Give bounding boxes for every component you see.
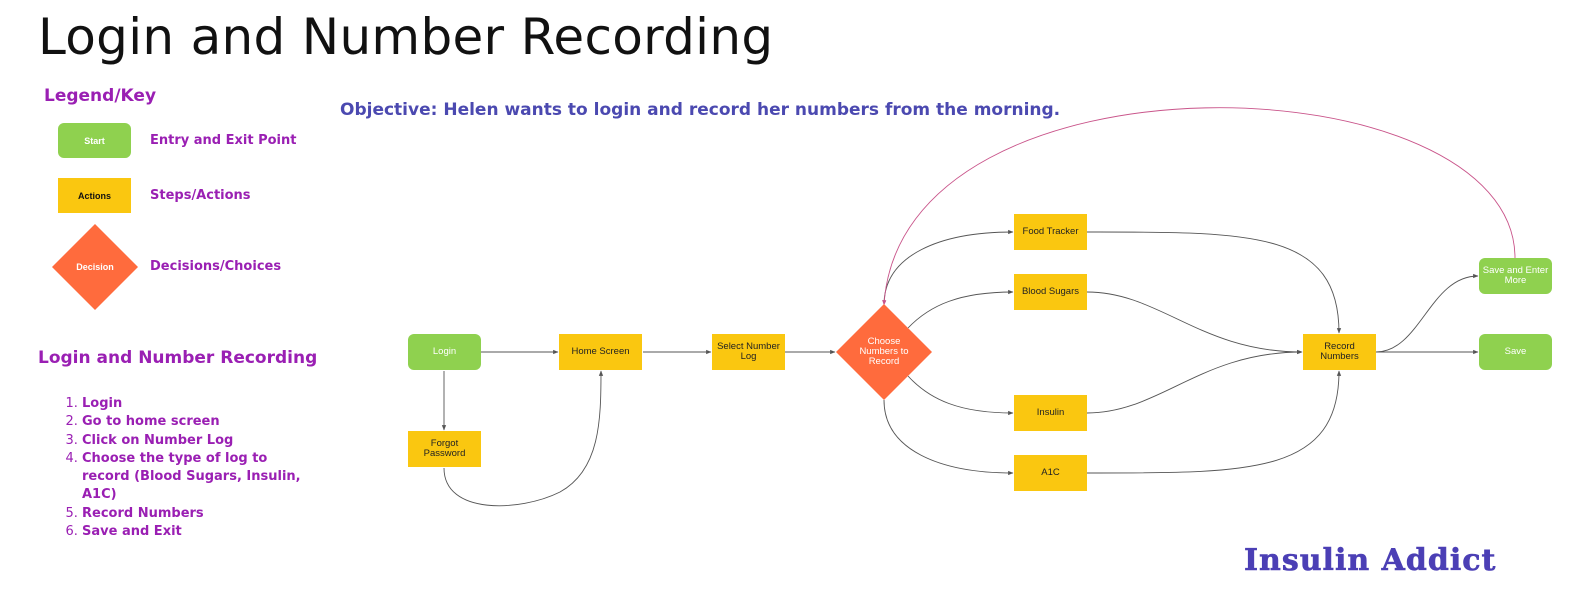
edge-food-record (1086, 231, 1342, 334)
edge-blood-record (1086, 291, 1303, 355)
edge-a1c-record (1086, 370, 1342, 474)
edge-choose-insulin (907, 375, 1014, 416)
edge-record-savemore (1375, 273, 1479, 353)
node-a1c: A1C (1014, 455, 1087, 491)
node-home-screen: Home Screen (559, 334, 642, 370)
legend-title: Legend/Key (44, 86, 157, 106)
legend-start-label: Entry and Exit Point (150, 133, 297, 148)
node-save-and-enter-more: Save and Enter More (1479, 258, 1552, 294)
node-blood-sugars: Blood Sugars (1014, 274, 1087, 310)
step-item: Record Numbers (82, 505, 312, 523)
edge-forgot-home (443, 370, 604, 507)
node-insulin: Insulin (1014, 395, 1087, 431)
edge-choose-a1c (883, 399, 1014, 476)
step-item: Save and Exit (82, 523, 312, 541)
node-record-numbers: Record Numbers (1303, 334, 1376, 370)
step-item: Go to home screen (82, 413, 312, 431)
node-food-tracker: Food Tracker (1014, 214, 1087, 250)
legend-start-shape: Start (58, 123, 131, 158)
node-login: Login (408, 334, 481, 370)
node-choose-diamond-shape (836, 304, 932, 400)
legend-decision-label: Decisions/Choices (150, 259, 282, 274)
legend-action-shape: Actions (58, 178, 131, 213)
step-item: Click on Number Log (82, 432, 312, 450)
brand-logo-text: Insulin Addict (1244, 543, 1497, 579)
legend-decision-shape (52, 224, 138, 310)
page-title: Login and Number Recording (38, 8, 774, 66)
steps-list: Login Go to home screen Click on Number … (62, 395, 312, 541)
node-choose-numbers: Choose Numbers to Record (859, 336, 909, 367)
edge-choose-blood (907, 289, 1014, 329)
step-item: Choose the type of log to record (Blood … (82, 450, 312, 505)
step-item: Login (82, 395, 312, 413)
steps-section-title: Login and Number Recording (38, 348, 318, 368)
node-select-number-log: Select Number Log (712, 334, 785, 370)
node-save: Save (1479, 334, 1552, 370)
edge-savemore-choose-loop (882, 107, 1516, 306)
legend-action-label: Steps/Actions (150, 188, 251, 203)
node-forgot-password: Forgot Password (408, 431, 481, 467)
legend-decision-text: Decision (76, 262, 114, 272)
edge-choose-food (883, 229, 1014, 306)
edge-insulin-record (1086, 349, 1303, 414)
objective-text: Objective: Helen wants to login and reco… (340, 100, 1061, 120)
